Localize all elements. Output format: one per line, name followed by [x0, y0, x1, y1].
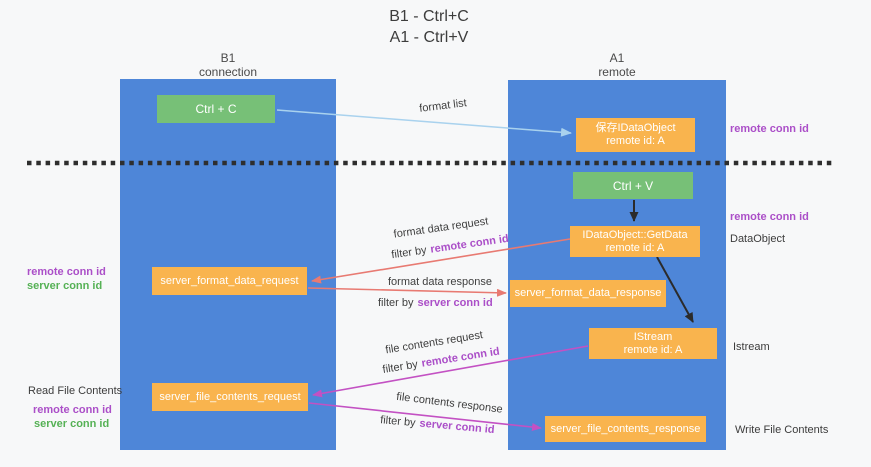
- server-file-contents-response-label: server_file_contents_response: [550, 422, 701, 435]
- server-format-data-request-label: server_format_data_request: [160, 274, 299, 287]
- annotation-istream: Istream: [733, 341, 770, 353]
- left-column-role: connection: [198, 65, 258, 79]
- diagram-title: B1 - Ctrl+C A1 - Ctrl+V: [0, 6, 858, 48]
- istream-box: IStream remote id: A: [589, 328, 717, 359]
- server-file-contents-response-box: server_file_contents_response: [545, 416, 706, 442]
- annotation-left-remote-conn-id-bottom: remote conn id: [33, 404, 112, 416]
- server-file-contents-request-box: server_file_contents_request: [152, 383, 308, 411]
- annotation-left-server-conn-id-bottom: server conn id: [34, 418, 110, 430]
- istream-line2: remote id: A: [623, 343, 683, 356]
- filter-by-prefix: filter by: [381, 358, 419, 376]
- annotation-dataobject: DataObject: [730, 233, 786, 245]
- annotation-remote-conn-id-top: remote conn id: [730, 123, 809, 135]
- ctrl-c-label: Ctrl + C: [195, 102, 237, 116]
- server-format-data-response-box: server_format_data_response: [510, 280, 666, 307]
- annotation-read-file-contents: Read File Contents: [28, 385, 123, 397]
- ctrl-v-box: Ctrl + V: [573, 172, 693, 199]
- right-column-role: remote: [598, 65, 636, 79]
- filter-by-prefix: filter by: [390, 244, 428, 262]
- filter-by-prefix: filter by: [378, 297, 414, 309]
- ctrl-c-box: Ctrl + C: [157, 95, 275, 123]
- format-data-response-arrow: [307, 287, 507, 297]
- annotation-left-remote-conn-id-top: remote conn id: [27, 266, 106, 278]
- right-column-name: A1: [609, 51, 625, 65]
- annotation-write-file-contents: Write File Contents: [735, 424, 829, 436]
- getdata-line2: remote id: A: [605, 241, 665, 254]
- filter-key-server-conn-id: server conn id: [419, 417, 495, 437]
- istream-line1: IStream: [633, 330, 673, 343]
- ctrl-v-label: Ctrl + V: [612, 178, 654, 193]
- filter-key-remote-conn-id: remote conn id: [420, 345, 501, 370]
- right-column-header: A1 remote: [537, 51, 697, 79]
- idataobject-getdata-box: IDataObject::GetData remote id: A: [570, 226, 700, 257]
- server-file-contents-request-label: server_file_contents_request: [159, 390, 301, 403]
- left-column-header: B1 connection: [148, 51, 308, 79]
- edge-label-format-list: format list: [418, 97, 468, 115]
- getdata-line1: IDataObject::GetData: [582, 228, 688, 241]
- server-format-data-request-box: server_format_data_request: [152, 267, 307, 295]
- filter-by-prefix: filter by: [379, 414, 417, 430]
- save-idataobject-line2: remote id: A: [606, 135, 665, 147]
- annotation-remote-conn-id-mid: remote conn id: [730, 211, 809, 223]
- edge-label-format-data-response: format data response: [388, 276, 492, 288]
- filter-key-remote-conn-id: remote conn id: [429, 232, 510, 256]
- annotation-left-server-conn-id-top: server conn id: [27, 280, 103, 292]
- title-line-2: A1 - Ctrl+V: [389, 29, 469, 46]
- left-column-name: B1: [220, 51, 236, 65]
- save-idataobject-line1: 保存IDataObject: [595, 122, 676, 134]
- server-format-data-response-label: server_format_data_response: [514, 287, 662, 299]
- title-line-1: B1 - Ctrl+C: [389, 8, 469, 25]
- save-idataobject-box: 保存IDataObject remote id: A: [576, 118, 695, 152]
- filter-key-server-conn-id: server conn id: [417, 297, 493, 309]
- edge-label-file-contents-response: file contents response: [395, 390, 504, 416]
